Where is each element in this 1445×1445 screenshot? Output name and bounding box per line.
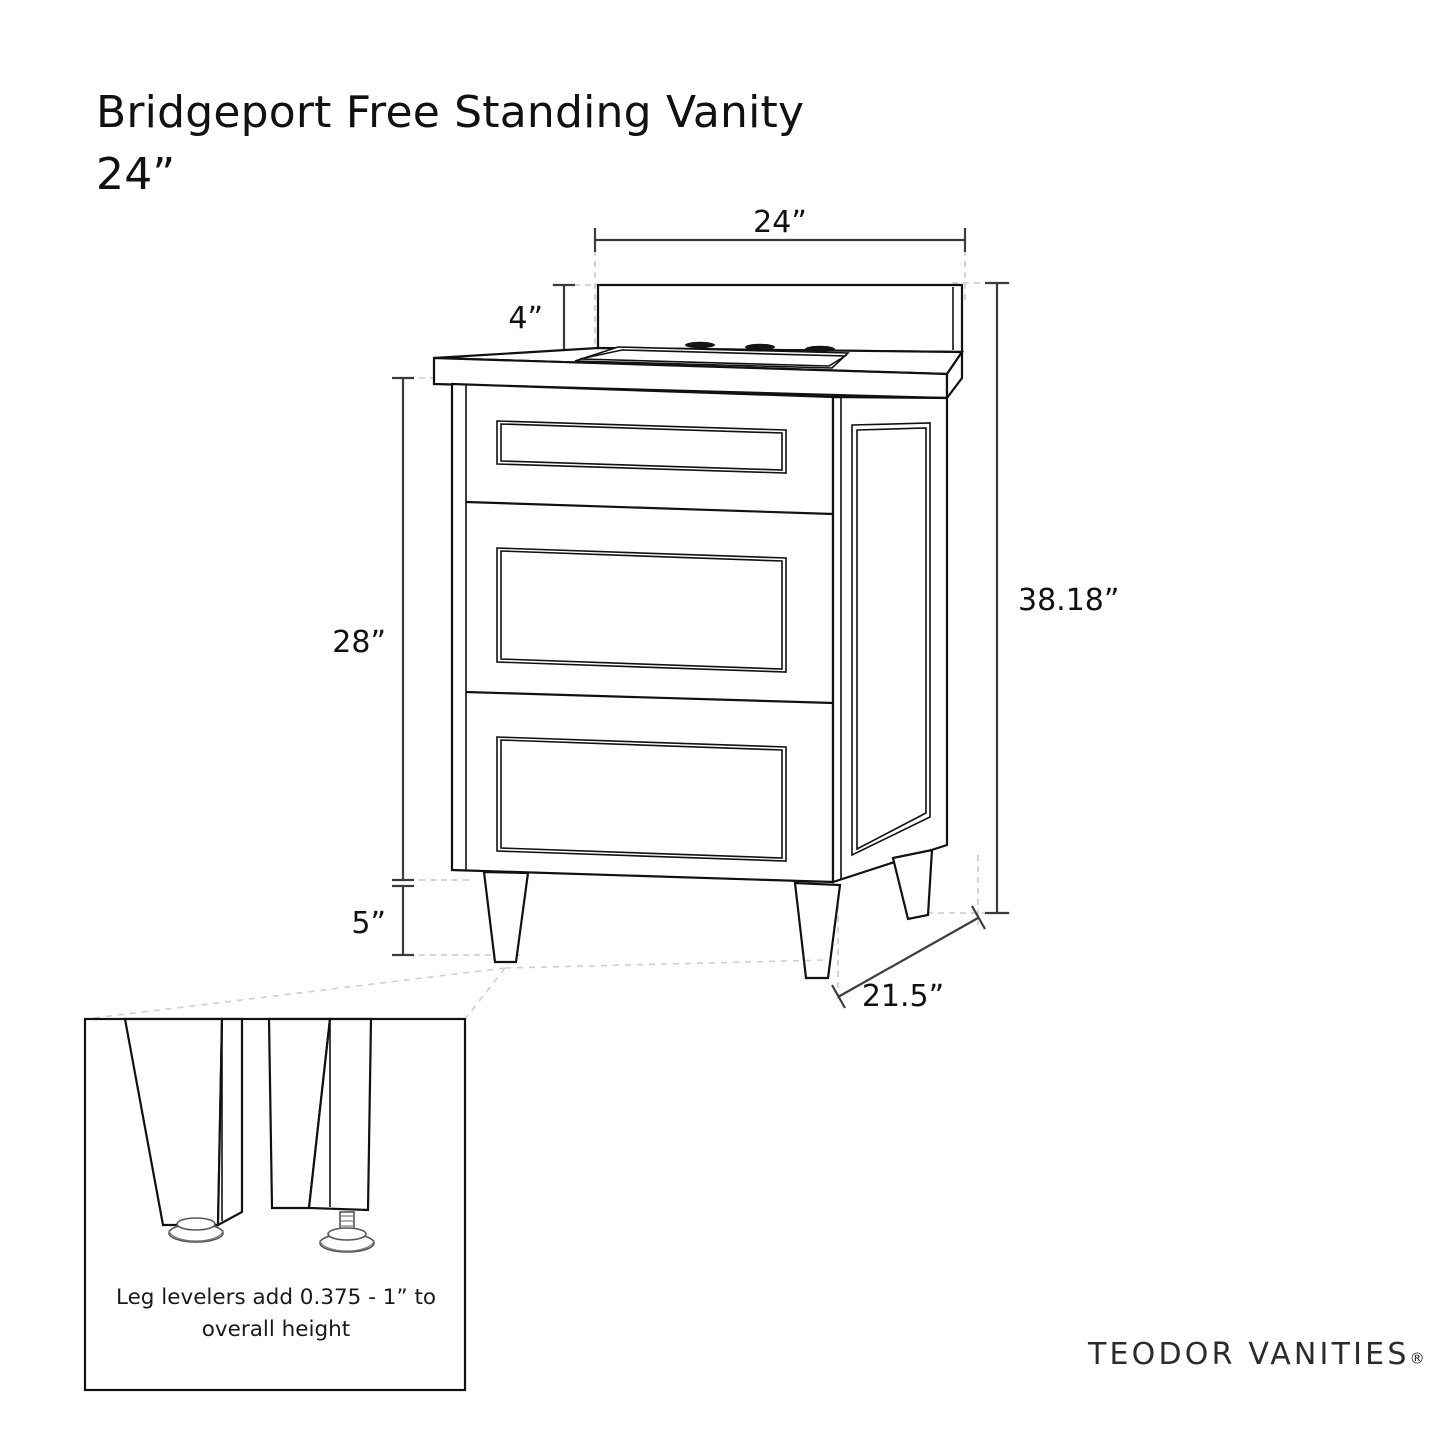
dimension-lines [392, 228, 1009, 1009]
page-title: Bridgeport Free Standing Vanity 24” [96, 82, 896, 206]
cabinet-side-panel [831, 395, 949, 884]
dimension-overall-height [985, 281, 1009, 915]
dimension-label-depth: 21.5” [862, 979, 944, 1014]
detail-leg-right [267, 1017, 375, 1253]
vanity-legs [482, 848, 934, 980]
dimension-cabinet-height [392, 376, 414, 882]
backsplash [596, 283, 964, 354]
vanity-illustration [432, 283, 965, 980]
title-line-product: Bridgeport Free Standing Vanity [96, 87, 805, 138]
detail-leg-left [123, 1017, 244, 1243]
registered-trademark-icon: ® [1409, 1349, 1425, 1368]
drawer-front-bottom [496, 736, 787, 862]
title-line-size: 24” [96, 149, 176, 200]
detail-callout-lines [84, 959, 829, 1020]
drawer-front-middle [496, 547, 787, 673]
dimension-depth [831, 905, 986, 1009]
leg-leveler-caption-line-2: overall height [201, 1317, 351, 1342]
dimension-label-leg-height: 5” [351, 906, 386, 941]
countertop [432, 341, 965, 402]
dimension-labels: 24” 4” 28” 5” 38.18” 21.5” [332, 205, 1119, 1014]
brand-logo-text: TEODOR VANITIES [1088, 1337, 1410, 1372]
dimension-width [593, 228, 967, 252]
dimension-label-cabinet-height: 28” [332, 625, 386, 660]
dimension-label-backsplash: 4” [508, 301, 543, 336]
brand-logo: TEODOR VANITIES® [1088, 1337, 1425, 1372]
leg-leveler-caption: Leg levelers add 0.375 - 1” to overall h… [90, 1282, 462, 1346]
dimension-label-width: 24” [753, 205, 807, 240]
dimension-backsplash [553, 283, 575, 354]
dimension-label-overall-height: 38.18” [1018, 583, 1119, 618]
dimension-leg-height [392, 884, 414, 957]
drawer-front-top [496, 420, 787, 474]
leg-leveler-detail-inset [83, 1017, 467, 1392]
leg-leveler-caption-line-1: Leg levelers add 0.375 - 1” to [115, 1285, 437, 1310]
